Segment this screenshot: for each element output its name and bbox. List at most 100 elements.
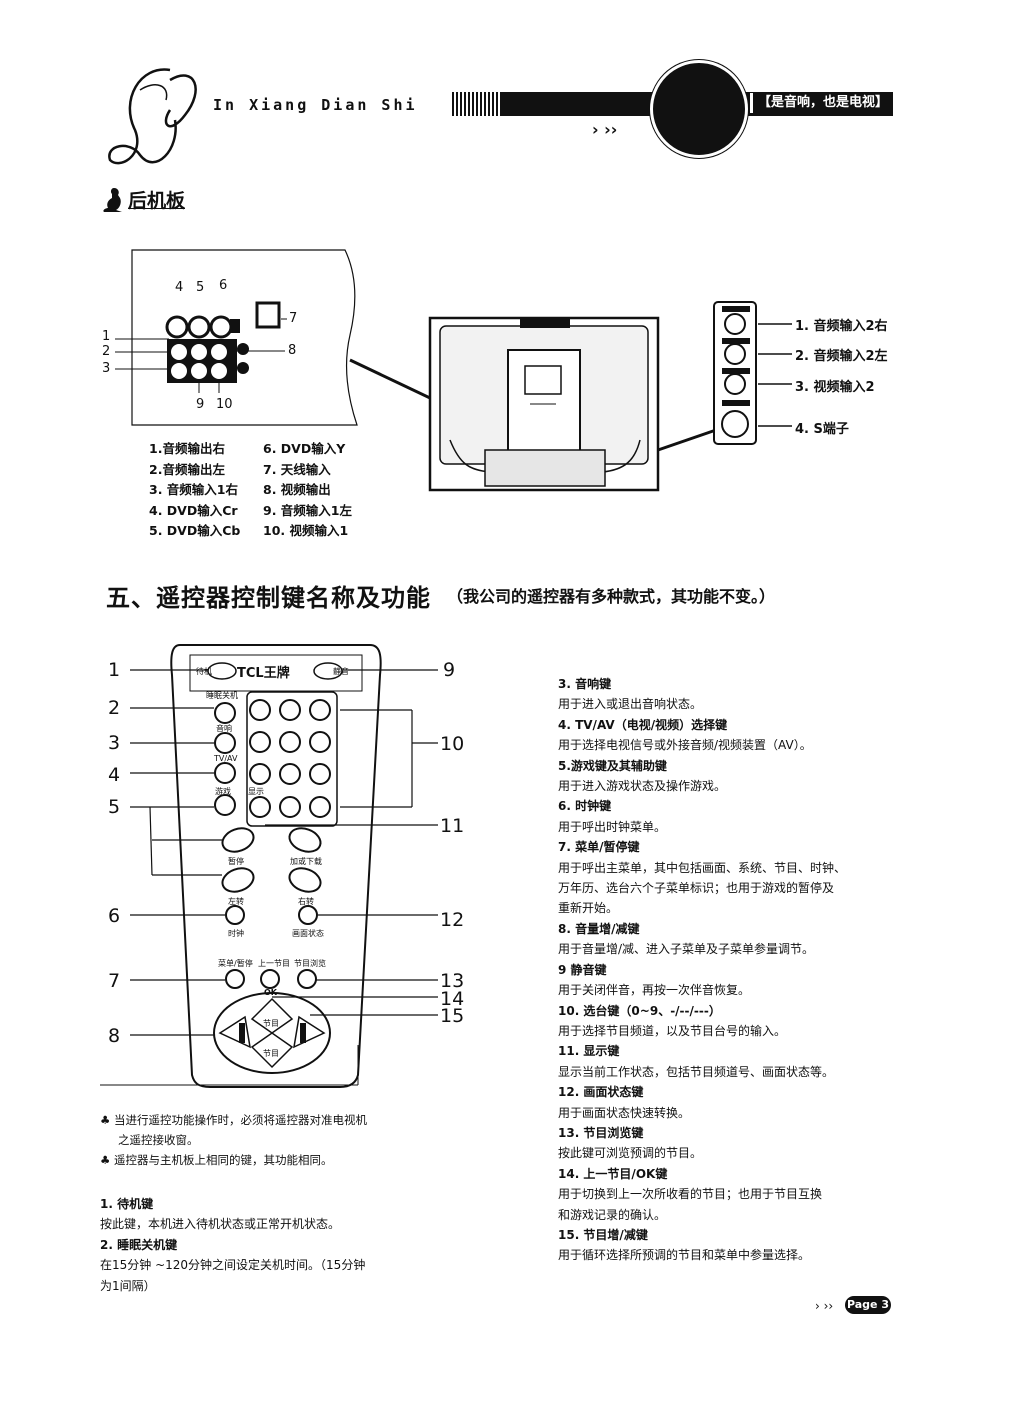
item-heading: 11. 显示键: [558, 1044, 620, 1059]
item-heading: 2. 睡眠关机键: [100, 1237, 178, 1252]
left-descriptions: 1. 待机键 按此键，本机进入待机状态或正常开机状态。 2. 睡眠关机键 在15…: [100, 1194, 430, 1296]
footer-chevrons: › ››: [815, 1299, 834, 1313]
display-label: 显示: [248, 787, 264, 796]
item-heading: 10. 选台键（0~9、-/--/---）: [558, 1003, 721, 1018]
item-text: 用于选择节目频道，以及节目台号的输入。: [558, 1023, 787, 1038]
item-heading: 3. 音响键: [558, 677, 612, 691]
remote-callout-7: 7: [108, 970, 121, 992]
clock-label: 时钟: [228, 929, 244, 938]
remote-callout-2: 2: [108, 697, 121, 719]
callout-2: 2: [102, 344, 111, 359]
item-heading: 9 静音键: [558, 962, 607, 977]
item-text: 用于选择电视信号或外接音频/视频装置（AV）。: [558, 738, 812, 753]
callout-1: 1: [102, 329, 111, 344]
item-text: 用于音量增/减、进入子菜单及子菜单参量调节。: [558, 942, 815, 957]
remote-callout-10: 10: [440, 733, 465, 755]
side-jack-panel: [713, 301, 757, 445]
item-text: 显示当前工作状态，包括节目频道号、画面状态等。: [558, 1064, 835, 1079]
remote-illustration: [100, 644, 438, 1088]
side-jack-label: 4. S端子: [795, 422, 849, 437]
remote-callout-15: 15: [440, 1005, 465, 1027]
note-line: ♣ 遥控器与主机板上相同的键，其功能相同。: [100, 1153, 333, 1167]
prev-label: 上一节目: [258, 959, 290, 968]
add-label: 加或下载: [290, 857, 322, 866]
page-number: Page 3: [845, 1296, 891, 1314]
item-text: 用于关闭伴音，再按一次伴音恢复。: [558, 983, 751, 998]
side-jack-label: 1. 音频输入2右: [795, 319, 888, 334]
tvav-label: TV/AV: [214, 754, 238, 763]
mute-label: 静音: [333, 667, 349, 676]
back-panel-title: 后机板: [128, 190, 186, 212]
remote-callout-1: 1: [108, 659, 121, 681]
callout-7: 7: [289, 311, 298, 326]
remote-section-note: （我公司的遥控器有多种款式，其功能不变。）: [447, 587, 776, 606]
kangaroo-icon: [103, 188, 122, 212]
legend-item: 10. 视频输入1: [263, 523, 349, 538]
item-text: 在15分钟 ~120分钟之间设定关机时间。（15分钟: [100, 1258, 366, 1273]
header-bar-grain: [452, 92, 502, 116]
brand-logo-y: [108, 68, 197, 165]
remote-callout-9: 9: [443, 659, 456, 681]
header-circle: [650, 60, 748, 158]
remote-callout-8: 8: [108, 1025, 121, 1047]
remote-callout-12: 12: [440, 909, 465, 931]
side-jack-label: 2. 音频输入2左: [795, 349, 888, 364]
item-heading: 12. 画面状态键: [558, 1085, 644, 1100]
side-jack-label: 3. 视频输入2: [795, 380, 875, 395]
item-text: 用于呼出主菜单，其中包括画面、系统、节目、时钟、: [558, 860, 847, 875]
item-heading: 13. 节目浏览键: [558, 1125, 644, 1140]
note-line: ♣ 当进行遥控功能操作时，必须将遥控器对准电视机: [100, 1113, 367, 1127]
legend-item: 7. 天线输入: [263, 461, 331, 477]
remote-callout-6: 6: [108, 905, 121, 927]
item-heading: 7. 菜单/暂停键: [558, 840, 640, 855]
note-line: 之遥控接收窗。: [118, 1133, 199, 1147]
legend-item: 3. 音频输入1右: [149, 482, 238, 497]
item-text: 用于循环选择所预调的节目和菜单中参量选择。: [558, 1248, 811, 1263]
item-text: 重新开始。: [558, 901, 619, 916]
sound-label: 音响: [216, 724, 232, 733]
prog-up-label: 节目: [263, 1019, 279, 1028]
slogan: 【是音响，也是电视】: [750, 93, 897, 113]
remote-section-title: 五、遥控器控制键名称及功能: [106, 584, 431, 612]
item-text: 用于进入游戏状态及操作游戏。: [558, 779, 727, 794]
legend-item: 6. DVD输入Y: [263, 441, 346, 456]
remote-callout-13: 13: [440, 970, 465, 992]
callout-3: 3: [102, 361, 111, 376]
right-descriptions: 3. 音响键 用于进入或退出音响状态。 4. TV/AV（电视/视频）选择键 用…: [558, 674, 918, 1266]
note-bullet-icon: ♣: [100, 1113, 114, 1127]
prog-down-label: 节目: [263, 1049, 279, 1058]
note-bullet-icon: ♣: [100, 1153, 114, 1167]
item-text: 为1间隔）: [100, 1278, 156, 1293]
item-text: 按此键可浏览预调的节目。: [558, 1146, 703, 1161]
legend-item: 8. 视频输出: [263, 482, 331, 497]
remote-notes: ♣ 当进行遥控功能操作时，必须将遥控器对准电视机 之遥控接收窗。 ♣ 遥控器与主…: [100, 1110, 367, 1170]
item-text: 用于画面状态快速转换。: [558, 1105, 691, 1120]
callout-5: 5: [196, 280, 205, 295]
legend-item: 1.音频输出右: [149, 441, 225, 456]
item-text: 用于切换到上一次所收看的节目；也用于节目互换: [558, 1187, 823, 1202]
standby-label: 待机: [196, 667, 212, 676]
legend-item: 9. 音频输入1左: [263, 502, 352, 518]
callout-6: 6: [219, 278, 228, 293]
callout-8: 8: [288, 343, 297, 358]
legend-item: 4. DVD输入Cr: [149, 502, 238, 518]
remote-callout-4: 4: [108, 764, 121, 786]
side-jack-leaders: [758, 323, 792, 427]
back-panel-legend-col1: 1.音频输出右 2.音频输出左 3. 音频输入1右 4. DVD输入Cr 5. …: [149, 439, 240, 542]
back-panel-legend-col2: 6. DVD输入Y 7. 天线输入 8. 视频输出 9. 音频输入1左 10. …: [263, 439, 352, 542]
sleep-label: 睡眠关机: [206, 691, 238, 700]
item-heading: 5.游戏键及其辅助键: [558, 758, 667, 773]
callout-4: 4: [175, 280, 184, 295]
item-heading: 14. 上一节目/OK键: [558, 1166, 668, 1181]
item-heading: 1. 待机键: [100, 1197, 154, 1211]
right-turn-label: 右转: [298, 897, 314, 906]
item-text: 按此键，本机进入待机状态或正常开机状态。: [100, 1217, 341, 1232]
back-panel-diagram: [115, 249, 358, 426]
brand-letters: In Xiang Dian Shi: [213, 96, 418, 114]
remote-callout-5: 5: [108, 796, 121, 818]
item-text: 万年历、选台六个子菜单标识；也用于游戏的暂停及: [558, 881, 835, 896]
ok-label: OK: [264, 988, 277, 997]
item-heading: 6. 时钟键: [558, 799, 612, 814]
remote-callout-11: 11: [440, 815, 465, 837]
item-text: 和游戏记录的确认。: [558, 1207, 667, 1222]
